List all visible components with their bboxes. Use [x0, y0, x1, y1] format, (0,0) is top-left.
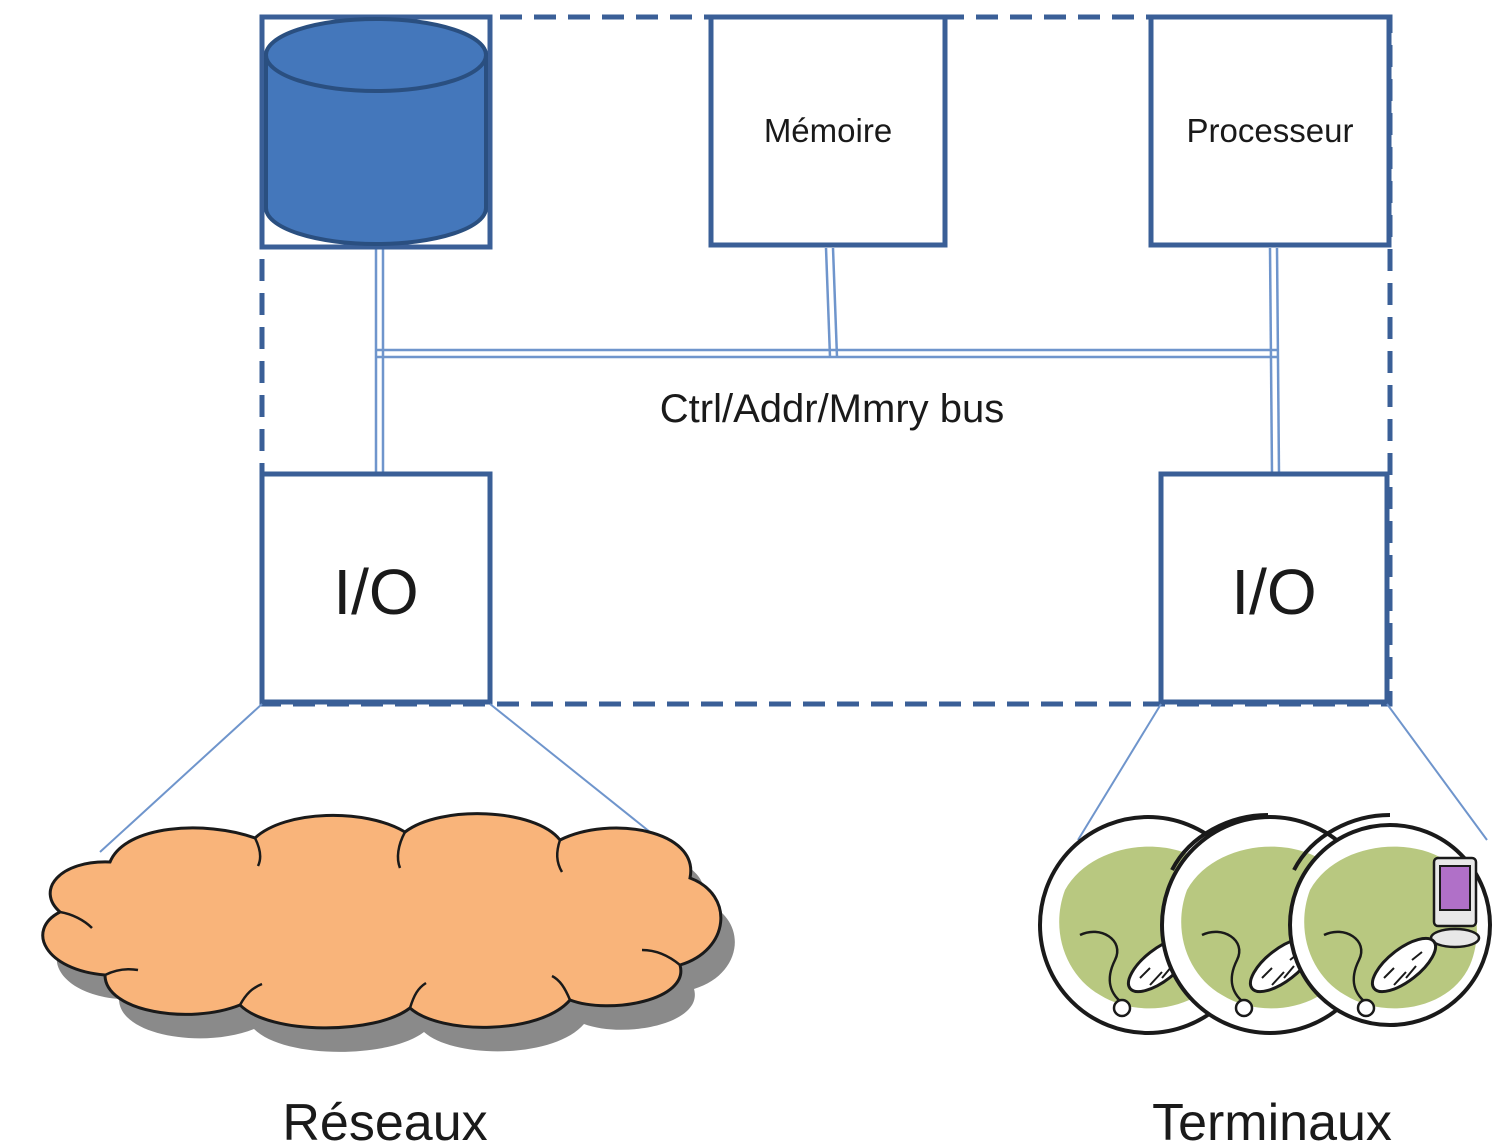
processor-box: Processeur: [1148, 14, 1392, 248]
disk-box: [259, 14, 493, 250]
io-left-box: I/O: [259, 471, 493, 705]
io-right-label: I/O: [1231, 556, 1316, 628]
network-label: Réseaux: [282, 1094, 487, 1146]
terminal-icon-3: [1288, 813, 1492, 1027]
cloud-icon: [41, 812, 735, 1052]
memory-label: Mémoire: [764, 112, 892, 149]
terminals-label: Terminaux: [1152, 1094, 1392, 1146]
memory-box: Mémoire: [708, 14, 948, 248]
bus-label: Ctrl/Addr/Mmry bus: [660, 387, 1005, 431]
io-left-label: I/O: [333, 556, 418, 628]
bus-lines: [374, 247, 1281, 475]
processor-label: Processeur: [1187, 112, 1354, 149]
device-connectors: [99, 703, 1488, 853]
io-right-box: I/O: [1158, 471, 1390, 705]
database-cylinder-icon: [264, 17, 488, 246]
computer-terminal-icon: [1038, 813, 1492, 1035]
